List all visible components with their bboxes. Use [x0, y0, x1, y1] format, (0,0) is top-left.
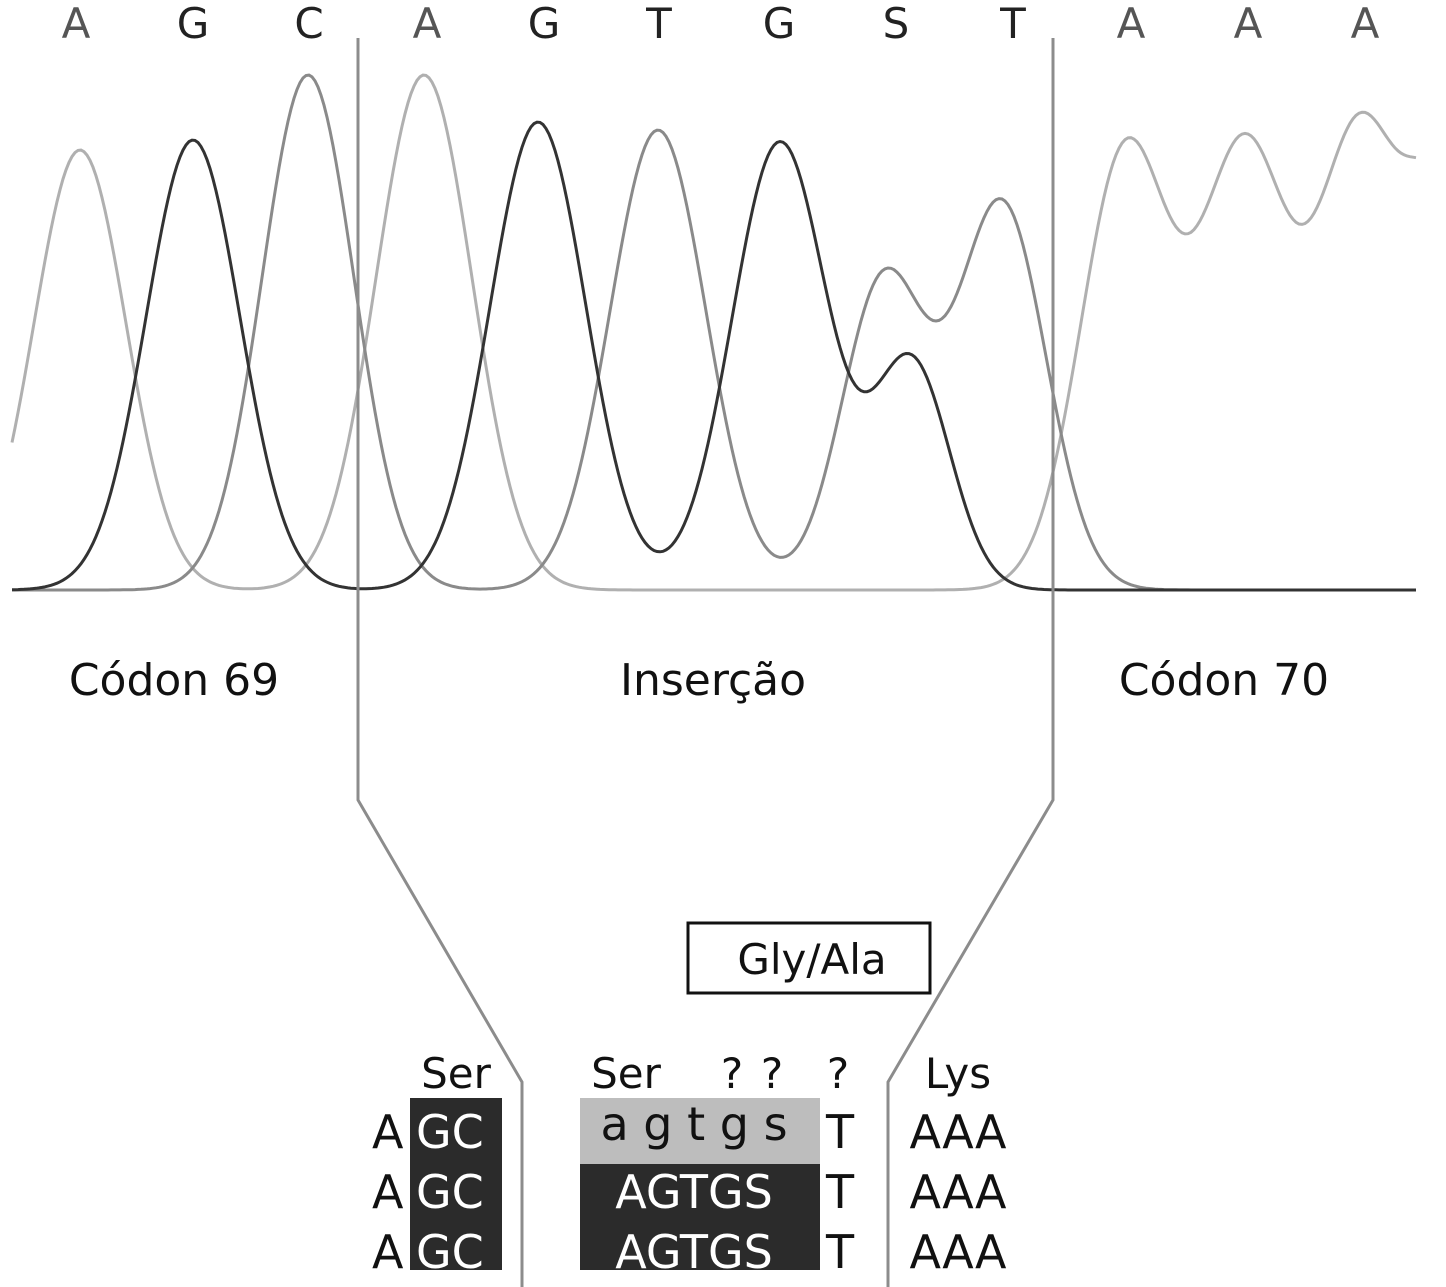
alignment-codon69: Ser A GC A GC A GC — [372, 1049, 502, 1279]
base-call: A — [1117, 0, 1146, 48]
aa-label-ser-codon69: Ser — [421, 1049, 492, 1098]
aa-label-lys-codon70: Lys — [925, 1049, 991, 1098]
trace-a — [10, 73, 1417, 592]
chromatogram-traces — [10, 73, 1417, 592]
codon69-highlight-bases: GC — [416, 1105, 484, 1159]
region-label-codon70: Códon 70 — [1119, 655, 1329, 706]
codon70-bases: AAA — [910, 1105, 1007, 1159]
base-call: T — [645, 0, 672, 48]
amino-acid-box-label: Gly/Ala — [737, 935, 886, 984]
insertion-suffix: T — [825, 1225, 855, 1279]
amino-acid-box-frame — [686, 921, 932, 995]
insertion-bases-lowercase: a g t g s — [600, 1097, 787, 1151]
alignment-codon70: Lys AAA AAA AAA — [910, 1049, 1007, 1279]
trace-ct — [12, 73, 1416, 592]
base-call: A — [1351, 0, 1380, 48]
base-calls: A G C A G T G S T A A A — [62, 0, 1380, 48]
base-call: C — [294, 0, 323, 48]
amino-acid-box: Gly/Ala — [686, 921, 932, 995]
insertion-highlight-light — [580, 1098, 820, 1164]
codon69-prefix: A — [372, 1165, 404, 1219]
codon69-prefix: A — [372, 1225, 404, 1279]
aa-label-unknown: ? — [721, 1049, 743, 1098]
base-call: A — [62, 0, 91, 48]
insertion-suffix: T — [825, 1165, 855, 1219]
base-call: G — [763, 0, 796, 48]
region-dividers — [356, 38, 1055, 1287]
left-divider-line — [356, 38, 524, 1287]
insertion-bases: AGTGS — [615, 1165, 773, 1219]
base-call: G — [528, 0, 561, 48]
aa-label-unknown: ? — [761, 1049, 783, 1098]
base-call: G — [177, 0, 210, 48]
region-label-insertion: Inserção — [620, 655, 806, 706]
insertion-bases: AGTGS — [615, 1225, 773, 1279]
base-call: S — [883, 0, 910, 48]
codon69-highlight-bases: GC — [416, 1225, 484, 1279]
base-call: T — [999, 0, 1026, 48]
aa-label-insertion-ser: Ser — [591, 1049, 662, 1098]
right-divider-line — [886, 38, 1055, 1287]
base-call: A — [1234, 0, 1263, 48]
aa-label-unknown: ? — [827, 1049, 849, 1098]
codon69-highlight — [410, 1098, 502, 1270]
base-call: A — [413, 0, 442, 48]
trace-g — [12, 120, 1416, 592]
insertion-highlight-dark — [580, 1164, 820, 1270]
codon70-bases: AAA — [910, 1165, 1007, 1219]
codon69-prefix: A — [372, 1105, 404, 1159]
insertion-suffix: T — [825, 1105, 855, 1159]
codon70-bases: AAA — [910, 1225, 1007, 1279]
alignment-insertion: Ser ? ? ? a g t g s T AGTGS T AGTGS T — [580, 1049, 855, 1279]
codon69-highlight-bases: GC — [416, 1165, 484, 1219]
region-label-codon69: Códon 69 — [69, 655, 279, 706]
